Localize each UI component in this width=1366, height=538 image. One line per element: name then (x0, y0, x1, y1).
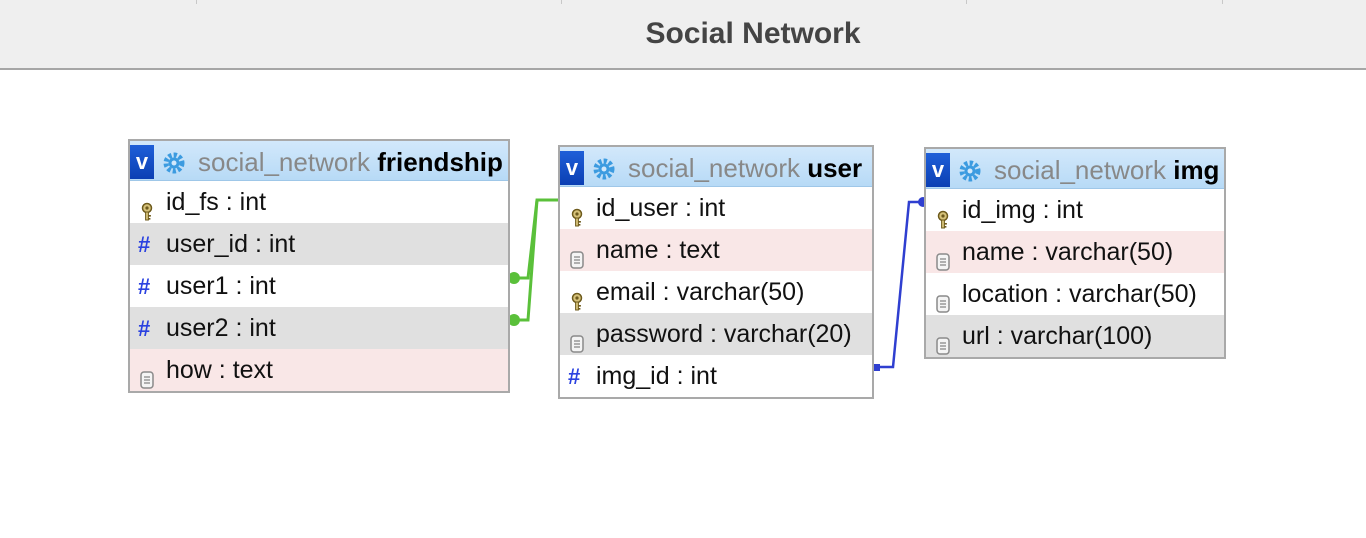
column-label: user2 : int (166, 314, 276, 342)
table-header[interactable]: v social_network img (926, 149, 1224, 189)
tab-divider (561, 0, 562, 4)
toggle-columns-icon[interactable]: v (130, 145, 154, 179)
column-label: how : text (166, 356, 273, 384)
tab-divider (966, 0, 967, 4)
relation-line-img-id-id-img[interactable] (873, 200, 925, 369)
column-row[interactable]: # user2 : int (130, 307, 508, 349)
column-row[interactable]: email : varchar(50) (560, 271, 872, 313)
column-label: name : varchar(50) (962, 238, 1174, 266)
text-column-icon (934, 327, 952, 355)
column-row[interactable]: name : varchar(50) (926, 231, 1224, 273)
table-header[interactable]: v social_network user (560, 147, 872, 187)
key-icon (934, 201, 952, 229)
hash-icon: # (138, 274, 151, 299)
column-label: id_user : int (596, 194, 726, 222)
column-row[interactable]: password : varchar(20) (560, 313, 872, 355)
text-column-icon (934, 285, 952, 313)
key-icon (568, 199, 586, 227)
column-label: id_fs : int (166, 188, 267, 216)
text-column-icon (138, 361, 156, 389)
column-list: id_img : int name : varchar(50) location :… (926, 189, 1224, 357)
column-label: location : varchar(50) (962, 280, 1197, 308)
text-column-icon (568, 241, 586, 269)
column-row[interactable]: name : text (560, 229, 872, 271)
table-user[interactable]: v social_network user id_user : int name … (558, 145, 874, 399)
database-name: social_network (628, 153, 800, 183)
page-title: Social Network (645, 17, 861, 50)
database-name: social_network (198, 147, 370, 177)
key-icon (568, 283, 586, 311)
table-name: user (807, 153, 863, 183)
gear-icon[interactable] (592, 157, 616, 181)
gear-icon[interactable] (958, 159, 982, 183)
text-column-icon (568, 325, 586, 353)
text-column-icon (934, 243, 952, 271)
table-title: social_network user (628, 153, 862, 183)
relation-endpoint (873, 364, 880, 371)
column-row[interactable]: id_fs : int (130, 181, 508, 223)
table-name: friendship (377, 147, 503, 177)
table-name: img (1173, 155, 1220, 185)
table-friendship[interactable]: v social_network friendship id_fs : int #… (128, 139, 510, 393)
column-row[interactable]: id_img : int (926, 189, 1224, 231)
designer-top-bar: Social Network (0, 0, 1366, 70)
gear-icon[interactable] (162, 151, 186, 175)
column-list: id_user : int name : text email : varchar(… (560, 187, 872, 397)
column-row[interactable]: # img_id : int (560, 355, 872, 397)
column-label: url : varchar(100) (962, 322, 1153, 350)
table-title: social_network img (994, 155, 1219, 185)
column-row[interactable]: id_user : int (560, 187, 872, 229)
column-label: id_img : int (962, 196, 1083, 224)
column-label: user1 : int (166, 272, 276, 300)
table-title: social_network friendship (198, 147, 503, 177)
relation-line-user1-id-user[interactable] (514, 198, 559, 280)
column-label: password : varchar(20) (596, 320, 852, 348)
tab-divider (1222, 0, 1223, 4)
column-row[interactable]: how : text (130, 349, 508, 391)
toggle-columns-icon[interactable]: v (560, 151, 584, 185)
column-row[interactable]: # user_id : int (130, 223, 508, 265)
tab-divider (196, 0, 197, 4)
column-row[interactable]: url : varchar(100) (926, 315, 1224, 357)
column-label: email : varchar(50) (596, 278, 805, 306)
column-label: name : text (596, 236, 720, 264)
database-name: social_network (994, 155, 1166, 185)
column-row[interactable]: location : varchar(50) (926, 273, 1224, 315)
relation-endpoint (508, 314, 520, 326)
relation-endpoint (508, 272, 520, 284)
column-list: id_fs : int # user_id : int # user1 : int # us… (130, 181, 508, 391)
table-header[interactable]: v social_network friendship (130, 141, 508, 181)
hash-icon: # (568, 364, 581, 389)
column-label: img_id : int (596, 362, 717, 390)
hash-icon: # (138, 232, 151, 257)
key-icon (138, 193, 156, 221)
table-img[interactable]: v social_network img id_img : int name : … (924, 147, 1226, 359)
column-row[interactable]: # user1 : int (130, 265, 508, 307)
toggle-columns-icon[interactable]: v (926, 153, 950, 187)
column-label: user_id : int (166, 230, 296, 258)
hash-icon: # (138, 316, 151, 341)
